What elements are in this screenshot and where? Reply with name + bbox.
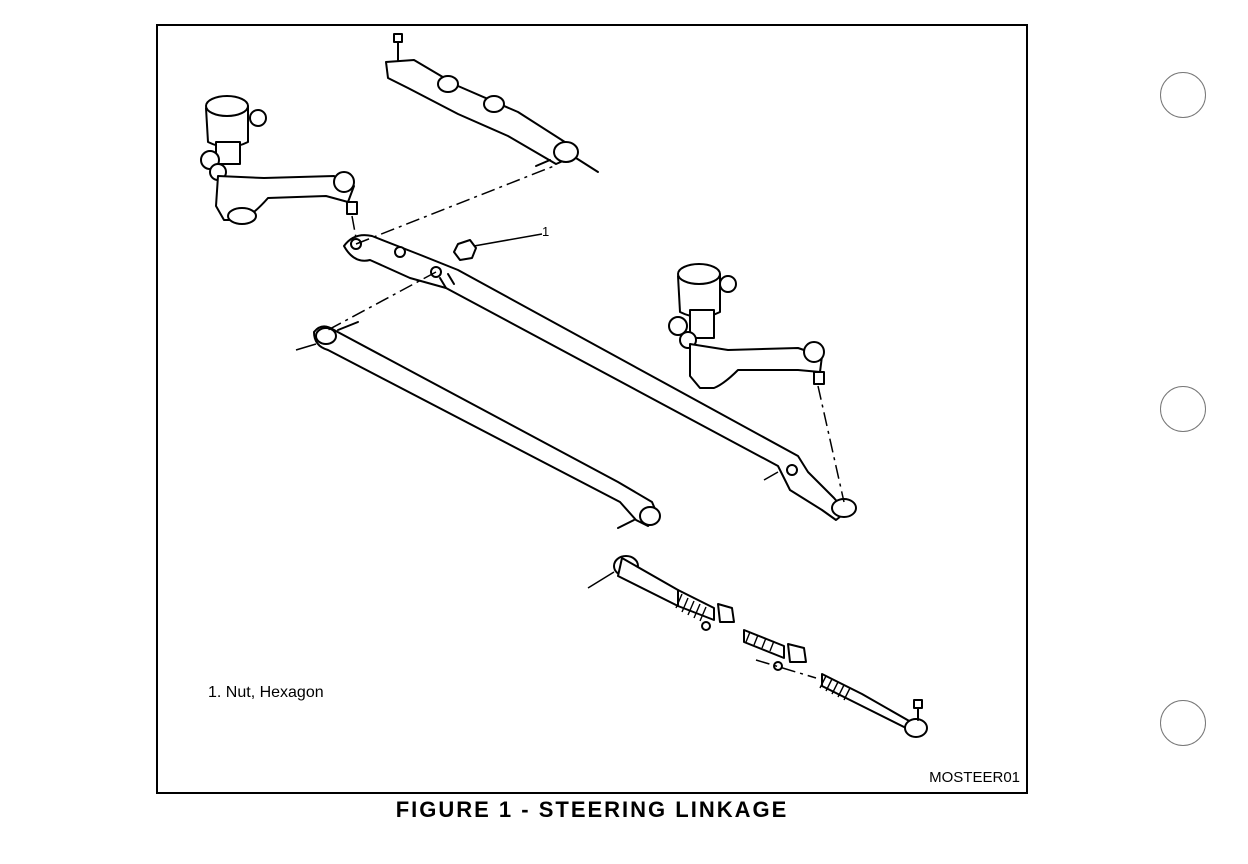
upper-tie-rod: [385, 33, 599, 173]
binder-hole: [1160, 386, 1206, 432]
center-link: [343, 234, 857, 521]
figure-caption: FIGURE 1 - STEERING LINKAGE: [395, 797, 789, 822]
callout-number-1: 1: [542, 224, 549, 239]
leader-lines: [295, 233, 779, 589]
lower-tie-rod: [313, 321, 661, 529]
binder-hole: [1160, 700, 1206, 746]
steering-linkage-diagram: 1: [200, 33, 928, 738]
binder-hole: [1160, 72, 1206, 118]
figure-code: MOSTEER01: [929, 769, 1020, 786]
adjustable-tie-rod: [613, 555, 928, 738]
right-idler-arm: [668, 263, 825, 389]
legend-nut-hexagon: 1. Nut, Hexagon: [208, 684, 324, 701]
thread-hatching: [675, 593, 851, 701]
left-idler-arm: [200, 95, 358, 225]
assembly-centerlines: [327, 165, 845, 679]
figure-frame: 1 1. Nut, Hexagon MOSTEER01: [156, 24, 1028, 794]
hexagon-nut: [453, 239, 477, 261]
